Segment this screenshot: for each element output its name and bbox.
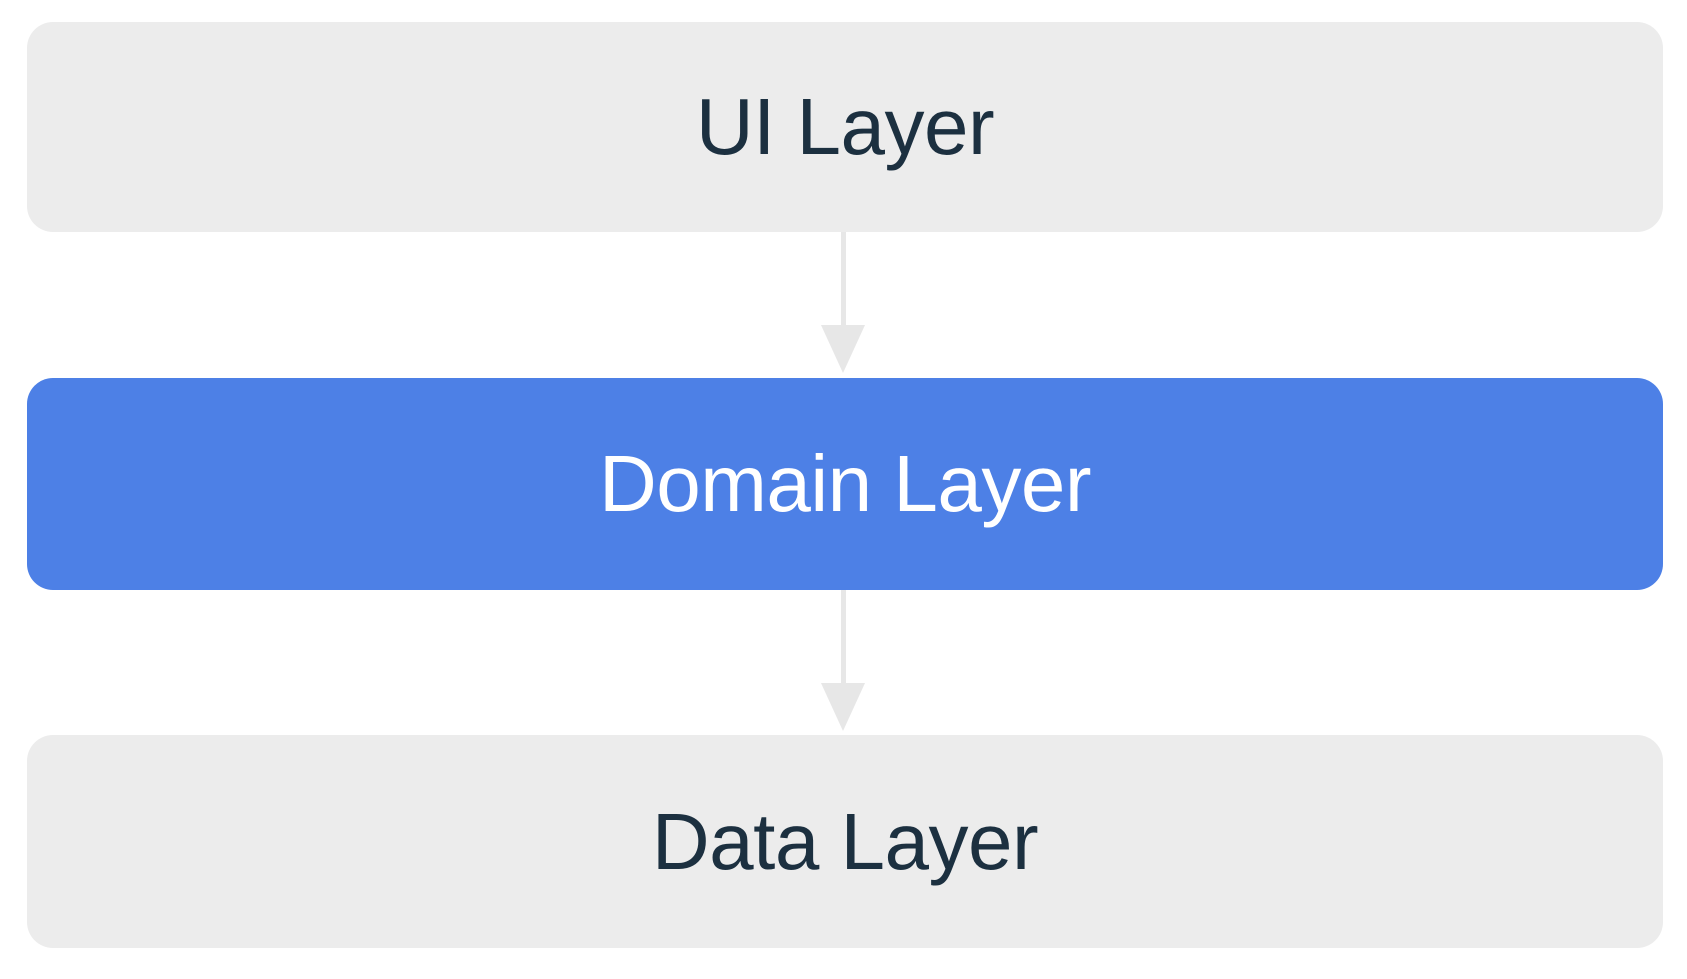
- node-data-layer-label: Data Layer: [651, 796, 1039, 886]
- arrowhead-triangle: [821, 683, 865, 731]
- arrow-shaft: [841, 590, 846, 686]
- arrow-domain-to-data-shape: [821, 590, 865, 731]
- node-ui-layer-label: UI Layer: [695, 82, 995, 171]
- node-data-layer[interactable]: Data Layer: [27, 735, 1663, 948]
- arrow-ui-to-domain-shape: [821, 232, 865, 373]
- arrowhead-triangle: [821, 325, 865, 373]
- node-ui-layer[interactable]: UI Layer: [27, 22, 1663, 232]
- arrow-shaft: [841, 232, 846, 328]
- node-domain-layer[interactable]: Domain Layer: [27, 378, 1663, 590]
- node-domain-layer-label: Domain Layer: [598, 439, 1092, 528]
